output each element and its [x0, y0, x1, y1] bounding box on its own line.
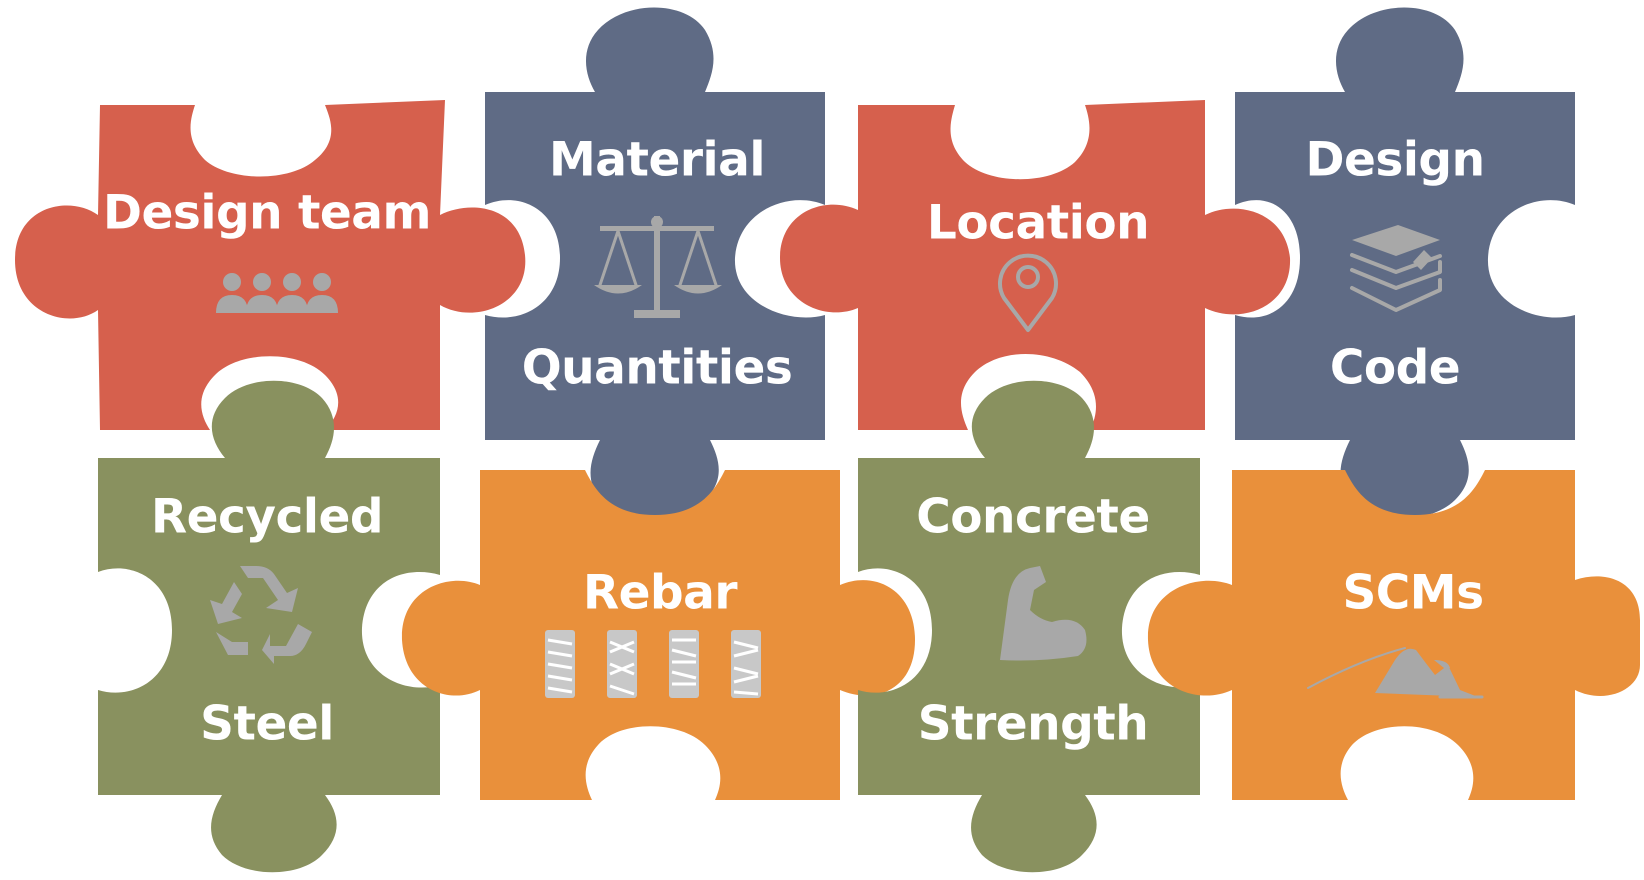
- label-design: Design: [1305, 132, 1485, 188]
- scales-icon: [594, 216, 722, 318]
- puzzle-piece-rebar: [401, 470, 915, 800]
- puzzle-piece-recycled-steel: [98, 380, 440, 873]
- label-material: Material: [549, 132, 765, 188]
- puzzle-piece-scms: [1147, 470, 1640, 800]
- label-rebar: Rebar: [582, 565, 738, 621]
- label-code: Code: [1329, 340, 1461, 396]
- muscle-arm-icon: [1000, 566, 1087, 661]
- label-recycled: Recycled: [150, 489, 384, 545]
- label-location: Location: [926, 195, 1150, 251]
- label-steel: Steel: [200, 696, 334, 752]
- powder-pile-icon: [1307, 647, 1484, 699]
- puzzle-piece-design-code: [1235, 7, 1575, 519]
- label-concrete: Concrete: [916, 489, 1150, 545]
- puzzle-piece-location: [780, 100, 1291, 430]
- label-strength: Strength: [917, 696, 1149, 752]
- map-pin-icon: [998, 253, 1058, 332]
- books-icon: [1350, 225, 1442, 312]
- label-scms: SCMs: [1342, 565, 1484, 621]
- label-quantities: Quantities: [521, 340, 793, 396]
- puzzle-piece-design-team: [15, 100, 526, 430]
- recycle-icon: [210, 566, 312, 664]
- label-design-team: Design team: [103, 185, 431, 241]
- rebar-icon: [545, 630, 761, 698]
- people-icon: [216, 273, 338, 313]
